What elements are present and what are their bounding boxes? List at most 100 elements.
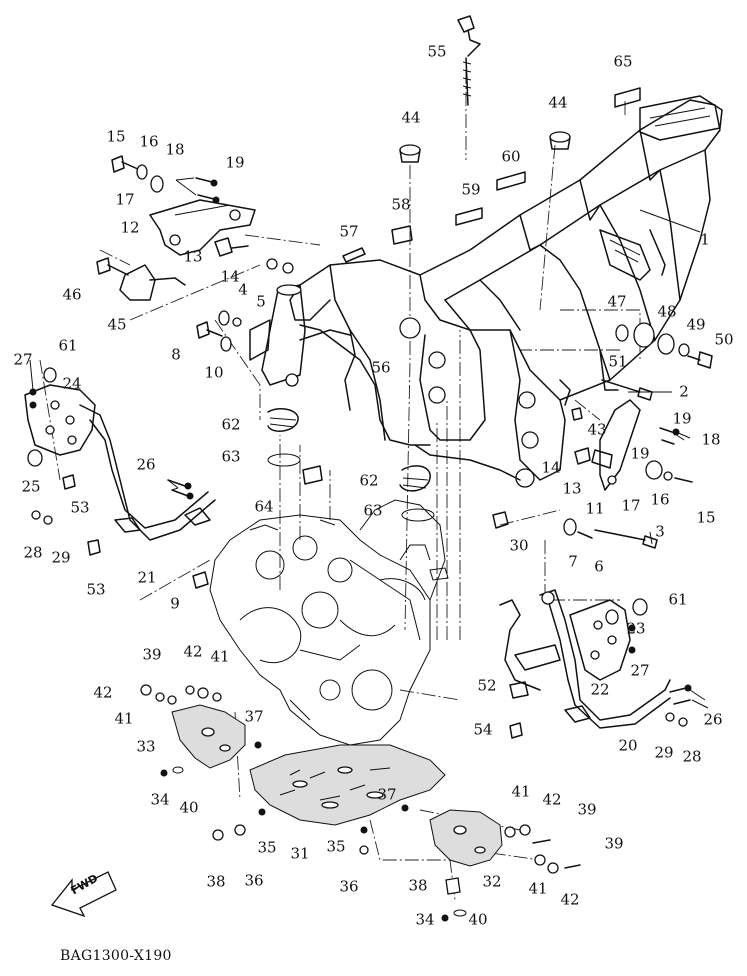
callout-38-right: 38: [408, 876, 428, 895]
callout-17-right: 17: [621, 496, 641, 515]
callout-34-left: 34: [150, 790, 170, 809]
callout-16-left: 16: [139, 132, 159, 151]
callout-43: 43: [587, 420, 607, 439]
callout-41-right-b: 41: [528, 879, 548, 898]
callout-27-right: 27: [630, 661, 650, 680]
callout-28-right: 28: [682, 747, 702, 766]
callout-42-right-a: 42: [542, 790, 562, 809]
callout-63-left: 63: [221, 447, 241, 466]
callout-15-left: 15: [106, 127, 126, 146]
callout-30: 30: [509, 536, 529, 555]
callout-5: 5: [256, 292, 266, 311]
callout-7: 7: [568, 552, 578, 571]
callout-53-bottom: 53: [86, 580, 106, 599]
callout-26-right: 26: [703, 710, 723, 729]
callout-9: 9: [170, 594, 180, 613]
callout-41-right-a: 41: [511, 782, 531, 801]
callout-16-right: 16: [650, 490, 670, 509]
callout-47: 47: [607, 292, 627, 311]
guard-fasteners: [140, 684, 581, 922]
callout-21: 21: [137, 568, 157, 587]
callout-57: 57: [339, 222, 359, 241]
callout-39-right-b: 39: [604, 834, 624, 853]
callout-2: 2: [679, 382, 689, 401]
callout-6: 6: [594, 557, 604, 576]
top-small-parts: [342, 15, 641, 263]
callout-40-left: 40: [179, 798, 199, 817]
callout-4: 4: [238, 280, 248, 299]
callout-24: 24: [62, 374, 82, 393]
left-crash-bar: [24, 367, 216, 556]
callout-64: 64: [254, 497, 274, 516]
callout-50: 50: [714, 330, 734, 349]
callout-13-left: 13: [183, 247, 203, 266]
callout-41-left-b: 41: [210, 647, 230, 666]
callout-14-left: 14: [220, 267, 240, 286]
callout-36-right: 36: [339, 877, 359, 896]
callout-26-left: 26: [136, 455, 156, 474]
callout-40-right: 40: [468, 910, 488, 929]
callout-35-right: 35: [326, 837, 346, 856]
callout-44-right: 44: [548, 93, 568, 112]
callout-22: 22: [590, 680, 610, 699]
callout-29-right: 29: [654, 743, 674, 762]
skid-plate: [249, 744, 446, 826]
left-engine-guard: [171, 704, 246, 769]
callout-38-left: 38: [206, 872, 226, 891]
callout-33: 33: [136, 737, 156, 756]
callout-20: 20: [618, 736, 638, 755]
callout-53-top: 53: [70, 498, 90, 517]
callout-62-left: 62: [221, 415, 241, 434]
callout-39-left: 39: [142, 645, 162, 664]
callout-23: 23: [626, 619, 646, 638]
main-frame: [289, 95, 723, 488]
right-engine-guard: [429, 809, 503, 867]
leader-lines: [29, 177, 709, 709]
callout-37-left: 37: [244, 707, 264, 726]
callout-10: 10: [204, 363, 224, 382]
head-tube: [249, 284, 351, 387]
callout-61-left: 61: [58, 336, 78, 355]
callout-39-right-a: 39: [577, 800, 597, 819]
callout-36-left: 36: [244, 871, 264, 890]
callout-19-left: 19: [225, 153, 245, 172]
left-footrest-bracket: [96, 155, 256, 301]
callout-19-right-b: 19: [630, 444, 650, 463]
callout-56: 56: [371, 358, 391, 377]
callout-59: 59: [461, 180, 481, 199]
callout-14-right: 14: [541, 458, 561, 477]
callout-55: 55: [427, 42, 447, 61]
callout-62-right: 62: [359, 471, 379, 490]
callout-19-right-a: 19: [672, 409, 692, 428]
callout-11: 11: [585, 499, 605, 518]
callout-13-right: 13: [562, 479, 582, 498]
callout-48: 48: [657, 302, 677, 321]
callout-46: 46: [62, 285, 82, 304]
callout-32: 32: [482, 872, 502, 891]
engine: [192, 499, 449, 746]
callout-42-left-b: 42: [183, 642, 203, 661]
diagram-code: BAG1300-X190: [60, 948, 172, 964]
callout-31: 31: [290, 844, 310, 863]
callout-37-right: 37: [377, 785, 397, 804]
callout-49: 49: [686, 315, 706, 334]
callout-51: 51: [608, 352, 628, 371]
callout-12: 12: [120, 218, 140, 237]
callout-54: 54: [473, 720, 493, 739]
callout-60: 60: [501, 147, 521, 166]
callout-17-left: 17: [115, 190, 135, 209]
callout-27-left: 27: [13, 350, 33, 369]
callout-25: 25: [21, 477, 41, 496]
callout-65: 65: [613, 52, 633, 71]
callout-1: 1: [700, 230, 710, 249]
callout-34-right: 34: [415, 910, 435, 929]
callout-58: 58: [391, 195, 411, 214]
callout-42-left-a: 42: [93, 683, 113, 702]
right-crash-bar: [499, 589, 692, 739]
callout-41-left-a: 41: [114, 709, 134, 728]
callout-44-left: 44: [401, 108, 421, 127]
callout-63-right: 63: [363, 501, 383, 520]
rear-engine-mount-parts: [492, 322, 713, 549]
callout-8: 8: [171, 345, 181, 364]
